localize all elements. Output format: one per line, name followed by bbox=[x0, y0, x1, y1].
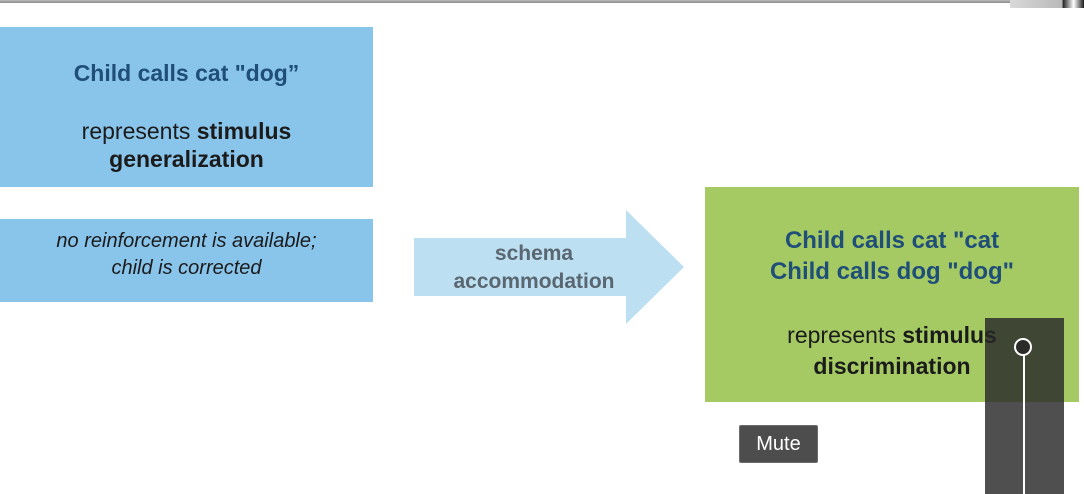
discrimination-body: represents stimulus discrimination bbox=[705, 320, 1079, 382]
discrimination-body-bold-2: discrimination bbox=[813, 353, 971, 379]
arrow-label: schema accommodation bbox=[414, 240, 654, 296]
reinforcement-box: no reinforcement is available; child is … bbox=[0, 219, 373, 302]
arrow-label-line-2: accommodation bbox=[453, 270, 615, 293]
generalization-body-bold-2: generalization bbox=[109, 146, 264, 172]
discrimination-title-line-1: Child calls cat "cat bbox=[784, 227, 1000, 254]
discrimination-title-line-2: Child calls dog "dog" bbox=[769, 258, 1015, 285]
generalization-body-bold-1: stimulus bbox=[196, 118, 292, 144]
generalization-box: Child calls cat "dog” represents stimulu… bbox=[0, 27, 373, 187]
corner-thumbnail bbox=[1010, 0, 1084, 8]
reinforcement-line-2: child is corrected bbox=[111, 257, 262, 279]
volume-slider-line[interactable] bbox=[1023, 355, 1025, 494]
generalization-title: Child calls cat "dog” bbox=[73, 60, 300, 86]
reinforcement-line-1: no reinforcement is available; bbox=[56, 230, 317, 252]
mute-tooltip: Mute bbox=[739, 425, 818, 463]
top-border bbox=[0, 0, 1010, 3]
discrimination-body-prefix: represents bbox=[787, 322, 903, 348]
arrow-label-line-1: schema bbox=[494, 242, 574, 265]
arrow-shape bbox=[414, 210, 684, 324]
discrimination-title: Child calls cat "cat Child calls dog "do… bbox=[705, 225, 1079, 287]
generalization-body: represents stimulus generalization bbox=[0, 117, 373, 173]
discrimination-body-bold-1: stimulus bbox=[902, 322, 997, 348]
generalization-body-prefix: represents bbox=[81, 118, 197, 144]
volume-slider-handle[interactable] bbox=[1014, 338, 1032, 356]
